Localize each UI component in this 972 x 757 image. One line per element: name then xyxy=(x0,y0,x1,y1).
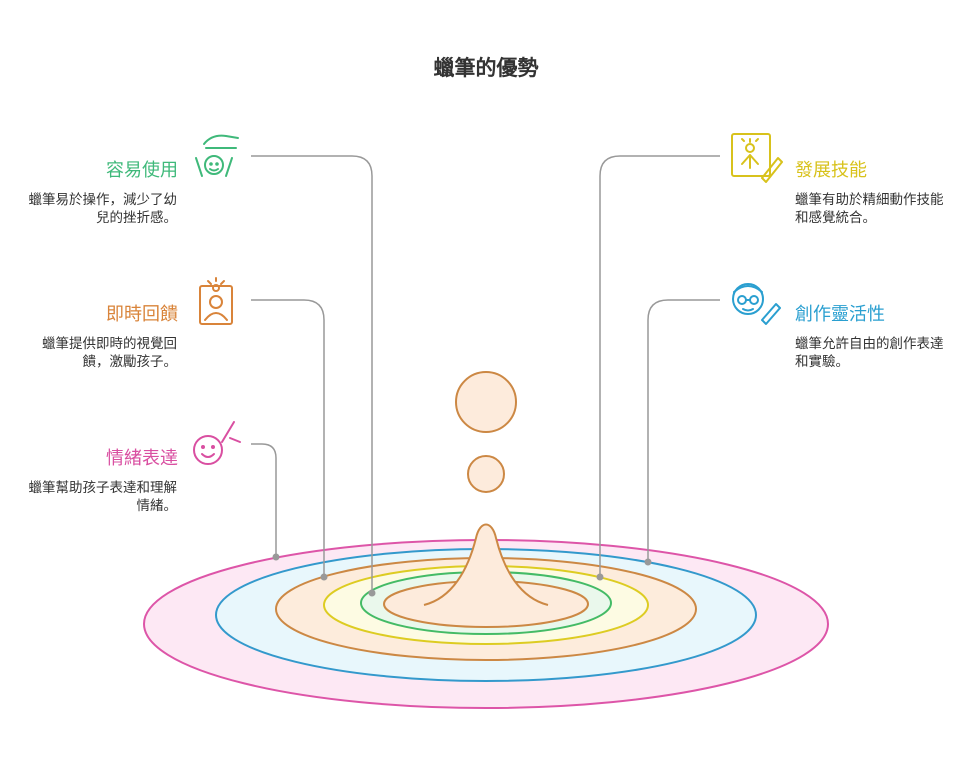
connector-creative-flexibility xyxy=(647,299,720,562)
connector-instant-feedback xyxy=(251,299,325,577)
easel-drawing-icon xyxy=(731,133,783,183)
description-emotional-expression: 蠟筆幫助孩子表達和理解情緒。 xyxy=(28,480,178,514)
smiling-face-crayon-icon xyxy=(193,421,241,465)
child-portrait-icon xyxy=(199,277,233,325)
description-easy-to-use: 蠟筆易於操作，減少了幼兒的挫折感。 xyxy=(28,192,178,226)
connector-skill-development xyxy=(599,155,720,577)
connector-dot xyxy=(368,589,376,597)
description-creative-flexibility: 蠟筆允許自由的創作表達和實驗。 xyxy=(795,336,944,370)
connector-dot xyxy=(596,573,604,581)
droplet-large xyxy=(455,371,517,433)
heading-emotional-expression: 情緒表達 xyxy=(106,448,178,469)
heading-skill-development: 發展技能 xyxy=(795,160,867,181)
heading-instant-feedback: 即時回饋 xyxy=(106,304,178,325)
diagram-title: 蠟筆的優勢 xyxy=(433,56,539,80)
artist-with-glasses-icon xyxy=(732,283,781,325)
droplet-small xyxy=(467,455,505,493)
connector-dot xyxy=(644,558,652,566)
connector-easy-to-use xyxy=(251,155,373,593)
connector-dot xyxy=(320,573,328,581)
hand-over-child-icon xyxy=(195,134,239,177)
heading-easy-to-use: 容易使用 xyxy=(106,160,178,181)
connector-emotional-expression xyxy=(251,443,277,557)
heading-creative-flexibility: 創作靈活性 xyxy=(795,304,885,325)
description-instant-feedback: 蠟筆提供即時的視覺回饋，激勵孩子。 xyxy=(42,336,177,370)
description-skill-development: 蠟筆有助於精細動作技能和感覺統合。 xyxy=(795,192,944,226)
connector-dot xyxy=(272,553,280,561)
droplet-splash xyxy=(423,523,549,606)
